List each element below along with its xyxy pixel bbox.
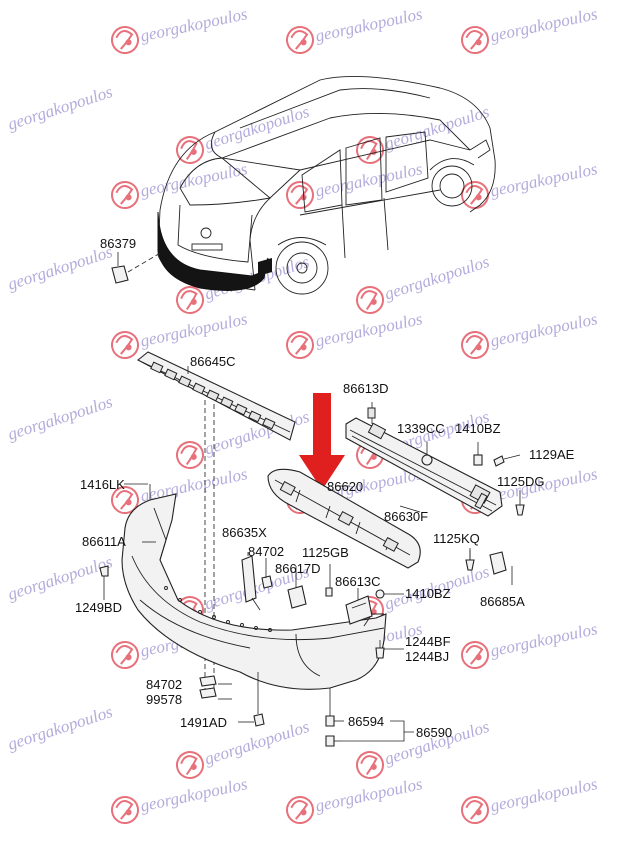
watermark: georgakopoulos: [458, 309, 600, 362]
watermark: georgakopoulos: [108, 4, 250, 57]
watermark: georgakopoulos: [5, 242, 115, 294]
svg-text:georgakopoulos: georgakopoulos: [382, 252, 492, 304]
svg-text:georgakopoulos: georgakopoulos: [139, 4, 250, 45]
watermark: georgakopoulos: [108, 774, 250, 827]
label-86617D: 86617D: [275, 561, 321, 576]
svg-text:georgakopoulos: georgakopoulos: [489, 309, 600, 350]
label-86594: 86594: [348, 714, 384, 729]
svg-text:georgakopoulos: georgakopoulos: [382, 102, 492, 154]
svg-text:georgakopoulos: georgakopoulos: [5, 552, 115, 604]
watermark: georgakopoulos: [458, 4, 600, 57]
part-86379-cap: [111, 251, 163, 284]
watermark: georgakopoulos: [283, 774, 425, 827]
watermark: georgakopoulos: [108, 464, 249, 517]
label-1410BZ-upper: 1410BZ: [455, 421, 501, 436]
label-1125GB: 1125GB: [302, 545, 349, 560]
label-1244BF: 1244BF: [405, 634, 451, 649]
label-86630F: 86630F: [384, 509, 428, 524]
svg-text:georgakopoulos: georgakopoulos: [5, 702, 115, 754]
watermark: georgakopoulos: [458, 774, 600, 827]
svg-text:georgakopoulos: georgakopoulos: [489, 619, 600, 660]
plate-ribs: [150, 361, 276, 430]
svg-text:georgakopoulos: georgakopoulos: [314, 309, 425, 350]
label-1125KQ: 1125KQ: [433, 531, 480, 546]
svg-text:georgakopoulos: georgakopoulos: [489, 159, 600, 200]
label-99578: 99578: [146, 692, 182, 707]
label-86620: 86620: [327, 479, 363, 494]
svg-text:georgakopoulos: georgakopoulos: [139, 309, 250, 350]
svg-text:georgakopoulos: georgakopoulos: [5, 82, 115, 134]
label-1416LK: 1416LK: [80, 477, 125, 492]
part-labels: 86379 86645C 86613D 1339CC 1410BZ 1129AE…: [75, 236, 575, 740]
label-86590: 86590: [416, 725, 452, 740]
bumper-holes: [164, 586, 272, 632]
part-86611A-bumper: [99, 484, 387, 690]
label-1249BD: 1249BD: [75, 600, 122, 615]
watermark-layer: georgakopoulos georgakopoulos georgakopo…: [5, 4, 600, 827]
label-1491AD: 1491AD: [180, 715, 227, 730]
label-86613D: 86613D: [343, 381, 389, 396]
svg-text:georgakopoulos: georgakopoulos: [5, 242, 115, 294]
fasteners-right: [421, 442, 525, 585]
label-86635X: 86635X: [222, 525, 267, 540]
watermark: georgakopoulos: [172, 102, 312, 168]
label-86645C: 86645C: [190, 354, 236, 369]
part-86630F-beam: [345, 402, 503, 517]
label-1339CC: 1339CC: [397, 421, 445, 436]
watermark: georgakopoulos: [283, 4, 425, 57]
svg-text:georgakopoulos: georgakopoulos: [202, 102, 312, 154]
svg-text:georgakopoulos: georgakopoulos: [139, 159, 250, 200]
label-1125DG: 1125DG: [497, 474, 544, 489]
watermark: georgakopoulos: [5, 702, 115, 754]
svg-text:georgakopoulos: georgakopoulos: [489, 774, 600, 815]
label-86685A: 86685A: [480, 594, 525, 609]
label-84702-upper: 84702: [248, 544, 284, 559]
svg-text:georgakopoulos: georgakopoulos: [314, 4, 425, 45]
watermark: georgakopoulos: [352, 252, 492, 318]
watermark: georgakopoulos: [458, 159, 600, 212]
svg-text:georgakopoulos: georgakopoulos: [314, 774, 425, 815]
brackets-center: [241, 555, 385, 659]
label-1410BZ-lower: 1410BZ: [405, 586, 451, 601]
watermark: georgakopoulos: [5, 82, 115, 134]
watermark: georgakopoulos: [283, 159, 425, 212]
label-86379: 86379: [100, 236, 136, 251]
watermark: georgakopoulos: [5, 552, 115, 604]
suv-illustration: [157, 75, 496, 295]
svg-text:georgakopoulos: georgakopoulos: [139, 774, 250, 815]
svg-text:georgakopoulos: georgakopoulos: [489, 4, 600, 45]
red-arrow-indicator: [299, 393, 345, 490]
watermark: georgakopoulos: [283, 309, 425, 362]
label-86611A: 86611A: [82, 534, 126, 549]
label-84702-lower: 84702: [146, 677, 182, 692]
watermark: georgakopoulos: [108, 309, 250, 362]
label-1129AE: 1129AE: [529, 447, 575, 462]
part-86620-absorber: [267, 468, 421, 569]
svg-text:georgakopoulos: georgakopoulos: [314, 159, 425, 200]
leader-lines: [124, 483, 471, 742]
watermark: georgakopoulos: [5, 392, 115, 444]
fasteners-bottom: [199, 672, 342, 747]
label-86613C: 86613C: [335, 574, 381, 589]
label-1244BJ: 1244BJ: [405, 649, 449, 664]
watermark: georgakopoulos: [458, 619, 600, 672]
svg-text:georgakopoulos: georgakopoulos: [5, 392, 115, 444]
